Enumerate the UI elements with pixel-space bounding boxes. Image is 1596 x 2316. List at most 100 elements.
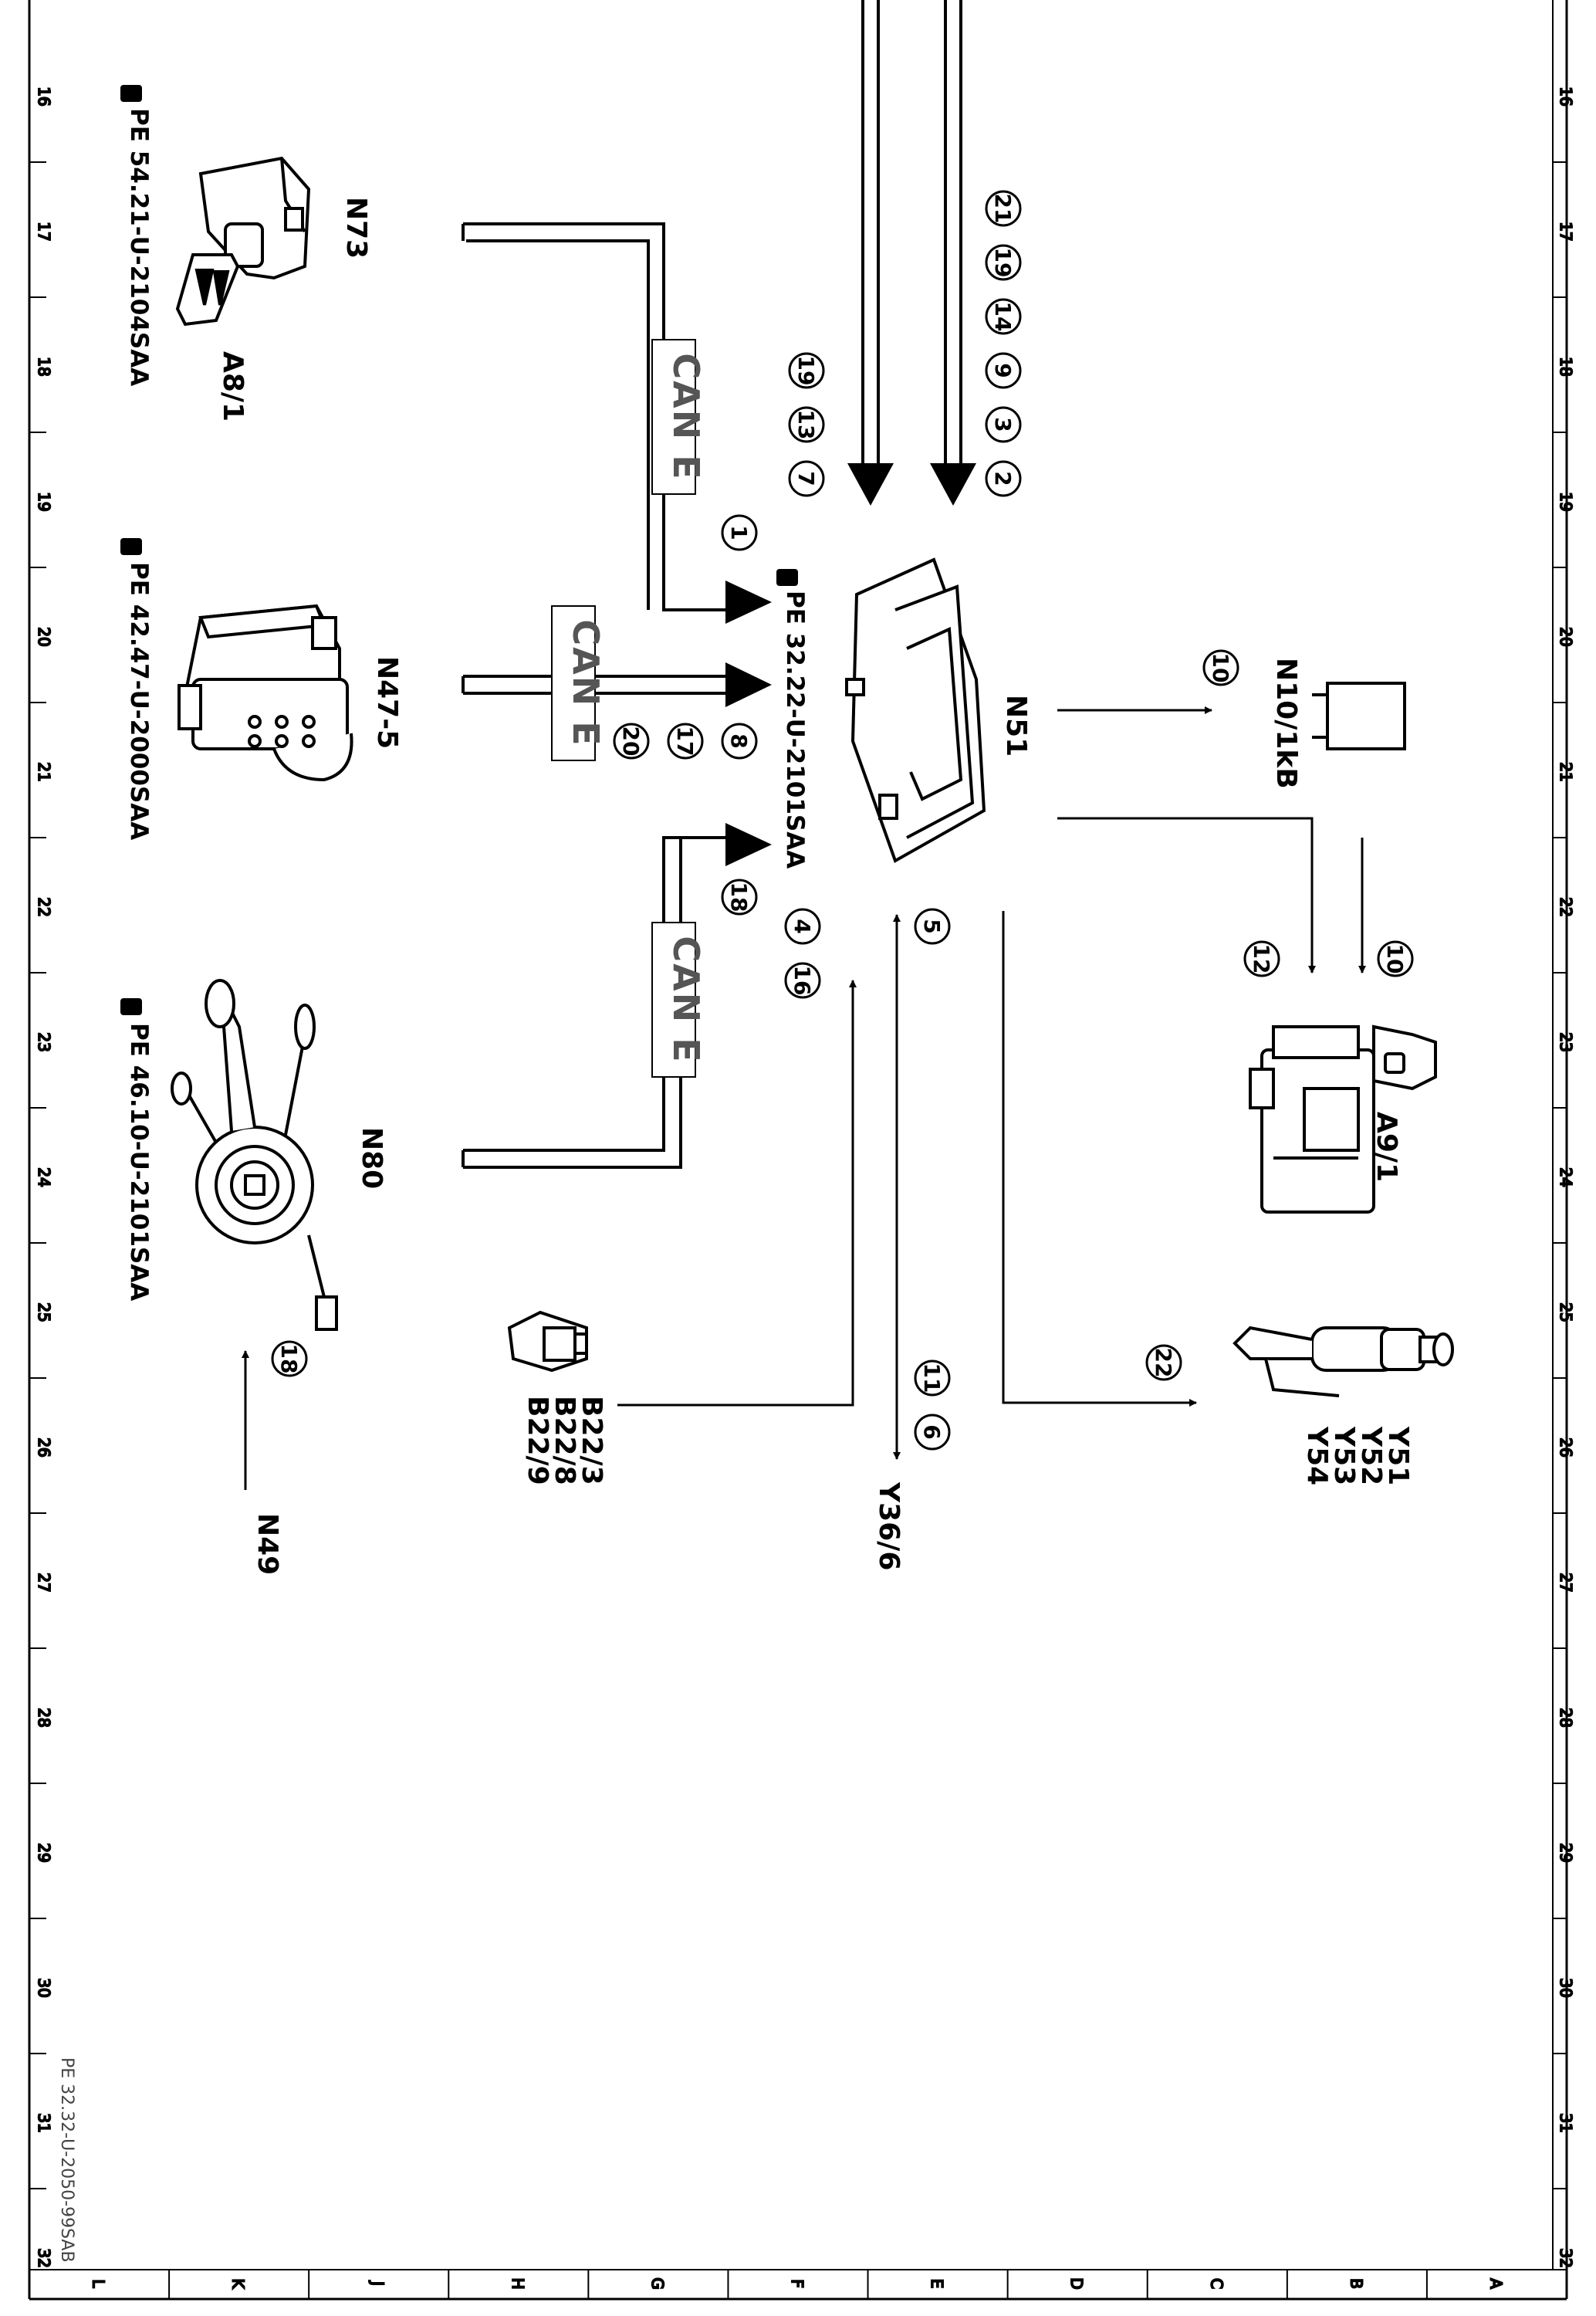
svg-text:16: 16 (790, 966, 815, 996)
row-number: 26 (1557, 1437, 1575, 1457)
label-b22-8: B22/8 (549, 1396, 580, 1485)
hand-pointer-icon (120, 998, 142, 1015)
module-n51-illustration (845, 557, 986, 863)
svg-text:1: 1 (726, 525, 752, 540)
column-letter: D (1067, 2277, 1086, 2289)
callout-17: 17 (667, 723, 704, 760)
callout-6: 6 (914, 1414, 951, 1451)
svg-text:8: 8 (726, 733, 752, 748)
row-number: 20 (35, 627, 53, 646)
column-letter: J (369, 2280, 387, 2286)
svg-text:17: 17 (672, 726, 698, 757)
label-b22-9: B22/9 (522, 1396, 553, 1485)
callout-18: 18 (271, 1340, 308, 1377)
top-input-arrowheads (847, 463, 976, 506)
document-code: PE 32.32-U-2050-99SAB (57, 2057, 76, 2263)
column-letter: C (1207, 2278, 1226, 2289)
row-number: 18 (1557, 357, 1575, 376)
row-number: 29 (35, 1843, 53, 1862)
row-number: 29 (1557, 1843, 1575, 1862)
row-number: 17 (1557, 222, 1575, 241)
callout-19: 19 (788, 352, 825, 389)
svg-text:10: 10 (1382, 944, 1408, 974)
row-number: 25 (35, 1302, 53, 1322)
svg-text:4: 4 (790, 919, 815, 933)
svg-text:CAN E: CAN E (665, 936, 707, 1063)
callout-8: 8 (721, 723, 758, 760)
row-number: 32 (35, 2248, 53, 2267)
svg-text:11: 11 (919, 1363, 945, 1393)
steering-switch-n80-illustration (171, 979, 338, 1331)
column-letter: F (788, 2279, 806, 2288)
label-n47-5: N47-5 (371, 656, 403, 749)
svg-text:2: 2 (990, 471, 1016, 486)
label-n49: N49 (252, 1513, 283, 1575)
row-number: 31 (1557, 2113, 1575, 2132)
column-letter: A (1486, 2278, 1505, 2289)
column-letter: E (928, 2279, 946, 2289)
column-letter: B (1347, 2278, 1365, 2289)
svg-text:3: 3 (990, 417, 1016, 432)
row-number: 28 (1557, 1708, 1575, 1727)
callout-3: 3 (985, 406, 1022, 443)
esp-unit-n47-5-illustration (178, 604, 353, 782)
ref-n51: PE 32.22-U-2101SAA (781, 591, 809, 868)
row-number: 18 (35, 357, 53, 376)
callout-5: 5 (914, 908, 951, 945)
row-number: 27 (1557, 1573, 1575, 1592)
ref-n80: PE 46.10-U-2101SAA (125, 1023, 153, 1301)
can-e-label-n80: CAN E (651, 922, 707, 1078)
label-b22-3: B22/3 (576, 1396, 607, 1485)
row-number: 26 (35, 1437, 53, 1457)
svg-text:CAN E: CAN E (665, 353, 707, 480)
row-number: 22 (1557, 897, 1575, 916)
callout-1: 1 (721, 514, 758, 551)
callout-22: 22 (1145, 1344, 1182, 1381)
label-y36-6: Y36/6 (873, 1481, 905, 1570)
row-number: 31 (35, 2113, 53, 2132)
svg-text:18: 18 (276, 1344, 302, 1374)
row-number: 21 (1557, 762, 1575, 781)
callout-12: 12 (1243, 940, 1280, 977)
svg-text:19: 19 (793, 356, 819, 386)
key-a8-1-illustration (175, 156, 311, 327)
can-e-label-n73: CAN E (651, 339, 707, 495)
column-letter: H (509, 2277, 527, 2289)
label-a9-1: A9/1 (1371, 1112, 1402, 1182)
svg-text:CAN E: CAN E (565, 619, 607, 747)
callout-10: 10 (1377, 940, 1414, 977)
label-y52: Y52 (1355, 1426, 1387, 1485)
svg-text:10: 10 (1208, 653, 1233, 683)
svg-text:13: 13 (793, 410, 819, 440)
svg-text:21: 21 (990, 194, 1016, 224)
row-number: 20 (1557, 627, 1575, 646)
callout-7: 7 (788, 460, 825, 497)
svg-text:6: 6 (919, 1424, 945, 1439)
row-number: 23 (35, 1032, 53, 1051)
row-number: 30 (35, 1978, 53, 1997)
drawing-frame (28, 0, 1568, 2301)
callout-16: 16 (784, 962, 821, 999)
row-number: 28 (35, 1708, 53, 1727)
label-y51: Y51 (1382, 1426, 1414, 1485)
column-letter: G (648, 2277, 667, 2290)
ref-n73: PE 54.21-U-2104SAA (125, 108, 153, 386)
svg-text:7: 7 (793, 471, 819, 486)
callout-18: 18 (721, 879, 758, 916)
callout-14: 14 (985, 298, 1022, 335)
label-n80: N80 (356, 1127, 387, 1189)
svg-text:12: 12 (1249, 944, 1274, 974)
svg-text:14: 14 (990, 302, 1016, 332)
row-number: 27 (35, 1573, 53, 1592)
hand-pointer-icon (120, 85, 142, 102)
can-bus-arrowheads (725, 581, 772, 866)
row-number: 19 (35, 492, 53, 511)
sensor-b22-illustration (507, 1310, 588, 1373)
row-number: 23 (1557, 1032, 1575, 1051)
hand-pointer-icon (120, 538, 142, 555)
callout-21: 21 (985, 190, 1022, 227)
row-number: 19 (1557, 492, 1575, 511)
